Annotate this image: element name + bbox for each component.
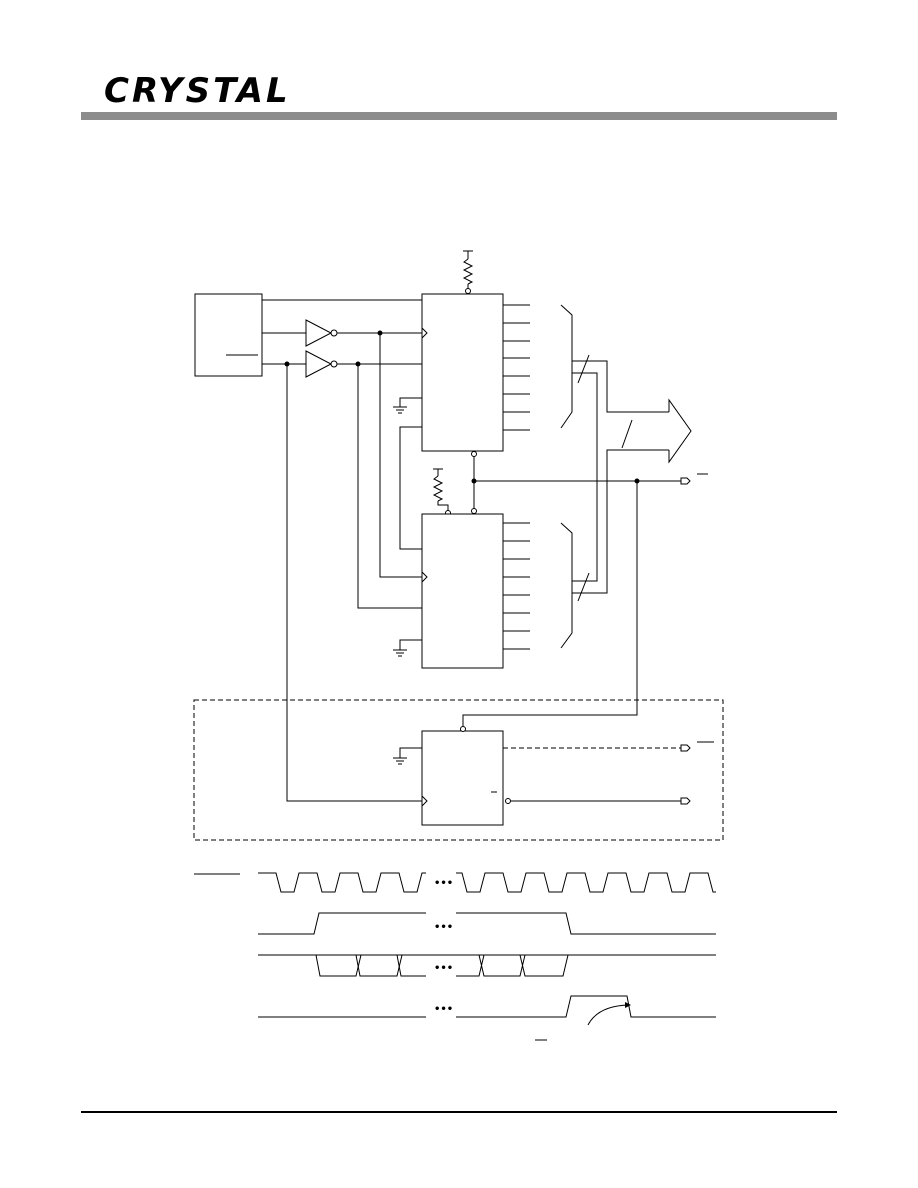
source-block xyxy=(194,293,263,377)
crystal-logo: CRYSTAL xyxy=(100,66,290,111)
ground-symbol-icon xyxy=(393,649,407,657)
pull-up-resistor-icon xyxy=(432,468,451,516)
output-terminal-icon xyxy=(680,744,691,752)
enable-waveform xyxy=(258,912,426,935)
ground-symbol-icon xyxy=(393,757,407,765)
pull-up-resistor-icon xyxy=(462,250,474,294)
output-terminal-icon xyxy=(680,477,691,485)
ellipsis-dots-icon: ••• xyxy=(434,922,453,933)
brand-text: CRYSTAL xyxy=(104,71,290,110)
footer-rule xyxy=(81,1111,837,1113)
lower-bus-bracket xyxy=(560,522,573,649)
bus-arrow-icon xyxy=(668,398,692,464)
data-waveform xyxy=(258,954,716,977)
inverter-buffer-icon xyxy=(305,319,338,347)
clock-waveform-2 xyxy=(456,872,716,893)
ellipsis-dots-icon: ••• xyxy=(434,1004,453,1015)
ground-symbol-icon xyxy=(393,406,407,414)
output-terminal-icon xyxy=(680,797,691,805)
ellipsis-dots-icon: ••• xyxy=(434,963,453,974)
header-rule xyxy=(81,112,837,120)
upper-register xyxy=(421,293,504,452)
flip-flop xyxy=(421,730,504,826)
ellipsis-dots-icon: ••• xyxy=(434,878,453,889)
lower-register xyxy=(421,513,504,669)
inverter-buffer-icon xyxy=(305,350,338,378)
clock-waveform xyxy=(258,872,426,893)
dashed-enclosure xyxy=(193,699,724,841)
upper-bus-bracket xyxy=(560,304,573,429)
